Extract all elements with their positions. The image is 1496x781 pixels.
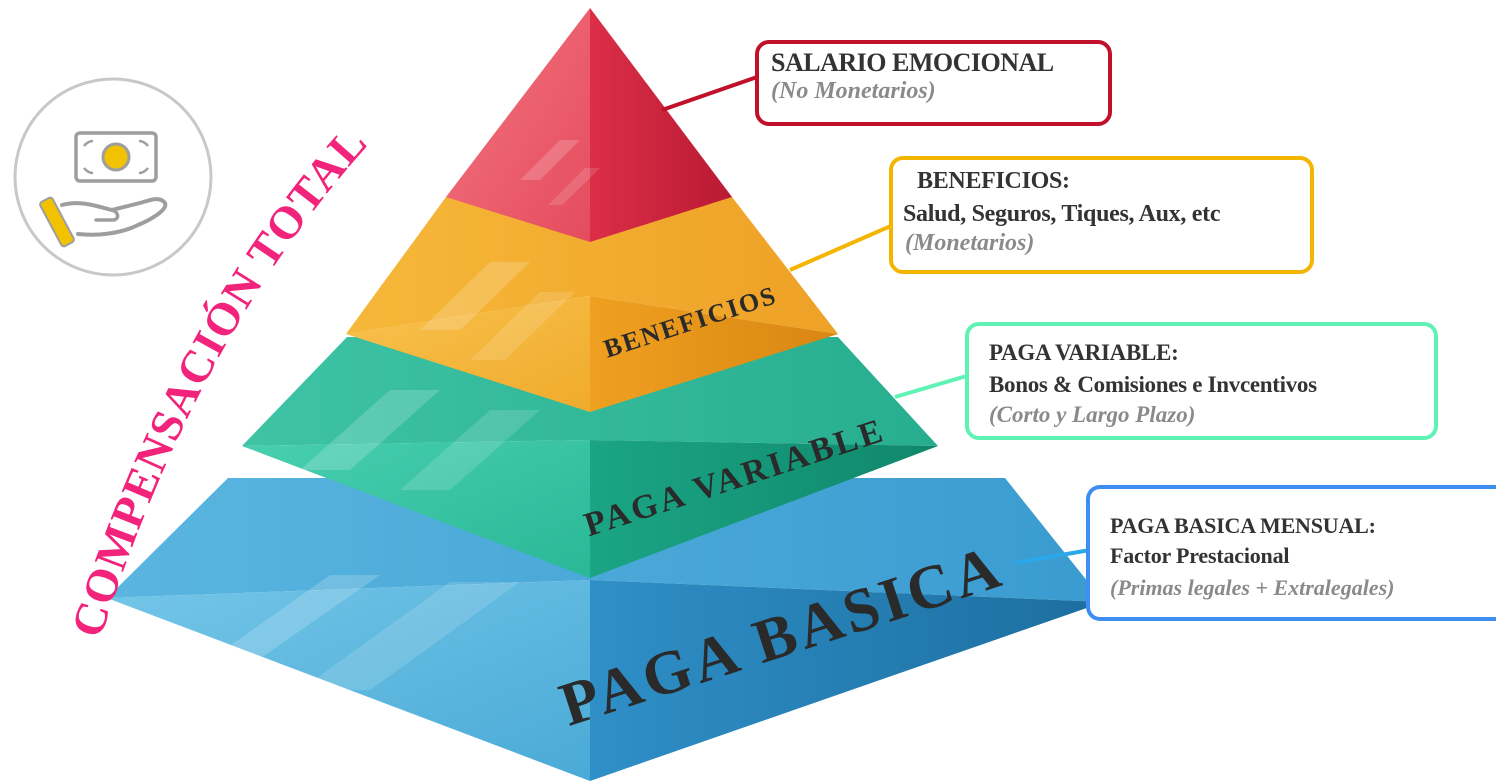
connector-beneficios [789, 223, 894, 272]
callout-salario-sub: (No Monetarios) [771, 78, 936, 104]
tier-beneficios [346, 197, 838, 412]
callout-salario-title: SALARIO EMOCIONAL [771, 48, 1054, 77]
callout-beneficios: BENEFICIOS: Salud, Seguros, Tiques, Aux,… [889, 156, 1314, 274]
callout-basica-title: PAGA BASICA MENSUAL: [1110, 513, 1376, 538]
callout-variable-title: PAGA VARIABLE: [989, 340, 1179, 365]
callout-basica-detail: Factor Prestacional [1110, 543, 1290, 568]
money-in-hand-icon [13, 77, 213, 277]
connector-salario [661, 74, 761, 112]
callout-paga-basica: PAGA BASICA MENSUAL: Factor Prestacional… [1086, 485, 1496, 621]
callout-beneficios-detail: Salud, Seguros, Tiques, Aux, etc [903, 201, 1221, 227]
callout-salario-emocional: SALARIO EMOCIONAL (No Monetarios) [755, 40, 1112, 126]
callout-variable-detail: Bonos & Comisiones e Invcentivos [989, 372, 1317, 397]
callout-paga-variable: PAGA VARIABLE: Bonos & Comisiones e Invc… [965, 322, 1438, 440]
callout-basica-sub: (Primas legales + Extralegales) [1110, 575, 1395, 600]
connector-variable [894, 373, 971, 399]
callout-beneficios-sub: (Monetarios) [905, 230, 1035, 256]
callout-beneficios-title: BENEFICIOS: [917, 168, 1070, 194]
tier-paga-basica [107, 478, 1104, 781]
tier-salario-emocional [446, 8, 732, 242]
connector-basica [1014, 548, 1091, 565]
callout-variable-sub: (Corto y Largo Plazo) [989, 402, 1196, 427]
